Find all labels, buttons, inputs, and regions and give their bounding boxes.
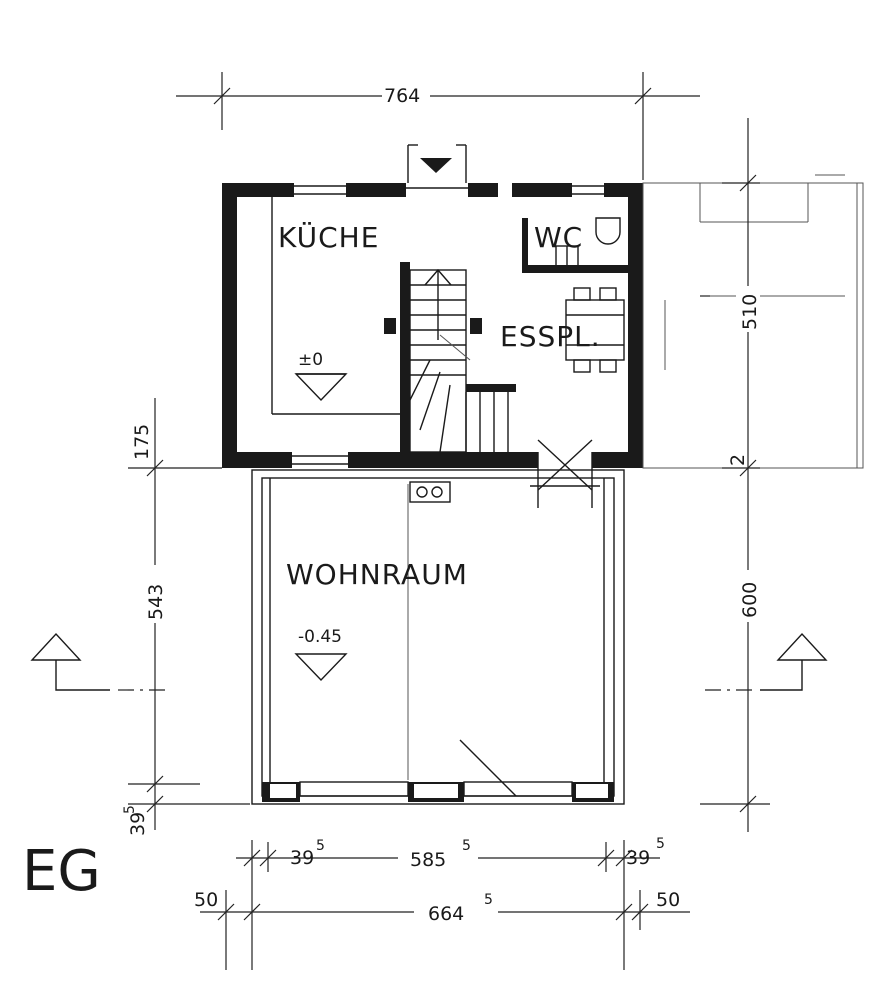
dim-bottom-mid-inner: 585 (410, 849, 446, 871)
dim-bottom-right-inner-sup: 5 (656, 836, 665, 852)
wohnraum-walls (251, 469, 625, 805)
section-marker-left-icon (30, 632, 170, 691)
dim-top-width: 764 (384, 85, 420, 107)
entrance-arrow-icon (407, 144, 467, 183)
dim-bottom-total-sup: 5 (484, 892, 493, 908)
door-symbol (530, 439, 600, 508)
interior-walls (271, 197, 628, 454)
staircase (409, 268, 509, 453)
dim-left-bottom: 39 (127, 812, 149, 836)
level-marker-upper-icon (294, 373, 348, 402)
dim-left-upper: 175 (131, 424, 153, 460)
dim-right-small: 2 (727, 454, 749, 466)
level-label-lower: -0.45 (298, 627, 342, 647)
dim-bottom-left-outer: 50 (194, 889, 218, 911)
dim-bottom-left-inner: 39 (290, 847, 314, 869)
dim-bottom-total: 664 (428, 903, 464, 925)
dim-left-main: 543 (145, 584, 167, 620)
floor-label: EG (22, 839, 101, 904)
dining-table (565, 287, 625, 373)
dim-bottom-mid-inner-sup: 5 (462, 838, 471, 854)
dim-left-bottom-sup: 5 (122, 805, 138, 814)
dim-right-lower: 600 (739, 582, 761, 618)
section-marker-right-icon (705, 632, 828, 691)
room-label-wc: WC (534, 221, 583, 254)
level-label-upper: ±0 (298, 350, 323, 370)
room-label-esspl: ESSPL. (500, 320, 601, 353)
stove-icon (409, 481, 451, 503)
room-label-kueche: KÜCHE (278, 220, 379, 254)
wc-fixtures (555, 217, 621, 267)
level-marker-lower-icon (294, 653, 348, 682)
dim-bottom-right-outer: 50 (656, 889, 680, 911)
dim-bottom-left-inner-sup: 5 (316, 838, 325, 854)
dim-right-upper: 510 (739, 294, 761, 330)
dim-bottom-right-inner: 39 (626, 847, 650, 869)
room-label-wohnraum: WOHNRAUM (286, 558, 468, 591)
upper-walls (222, 183, 643, 468)
